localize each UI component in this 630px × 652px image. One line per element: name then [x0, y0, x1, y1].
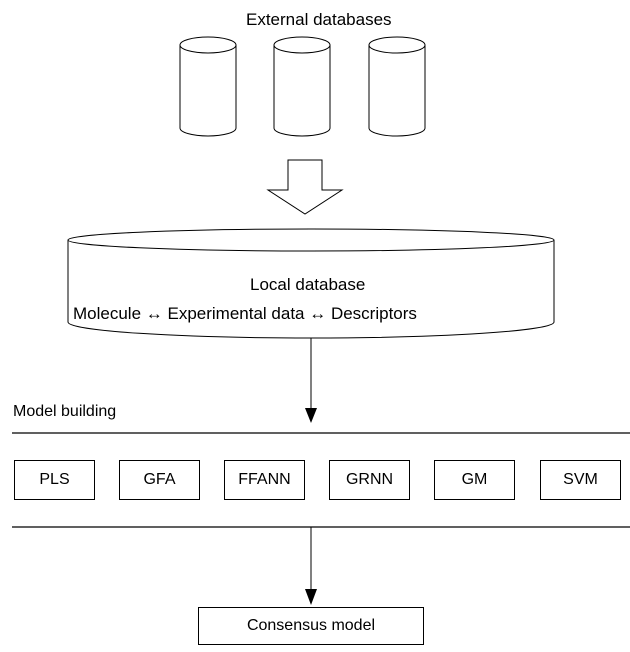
local-database-cylinder: [67, 228, 555, 339]
external-databases-title: External databases: [246, 10, 392, 29]
external-database-cylinder-1: [179, 36, 237, 137]
hollow-down-arrow: [266, 159, 344, 215]
method-box-pls: PLS: [14, 460, 95, 500]
method-box-gm: GM: [434, 460, 515, 500]
method-box-grnn: GRNN: [329, 460, 410, 500]
arrow-to-consensus-model: [305, 527, 317, 605]
consensus-model-box: Consensus model: [198, 607, 424, 645]
external-database-cylinder-2: [273, 36, 331, 137]
model-building-label: Model building: [13, 403, 117, 420]
external-database-cylinder-3: [368, 36, 426, 137]
local-database-title: Local database: [250, 275, 366, 294]
arrow-to-model-building: [305, 338, 317, 423]
method-box-gfa: GFA: [119, 460, 200, 500]
method-box-ffann: FFANN: [224, 460, 305, 500]
local-database-subtitle: Molecule ↔ Experimental data ↔ Descripto…: [73, 304, 417, 323]
method-box-svm: SVM: [540, 460, 621, 500]
